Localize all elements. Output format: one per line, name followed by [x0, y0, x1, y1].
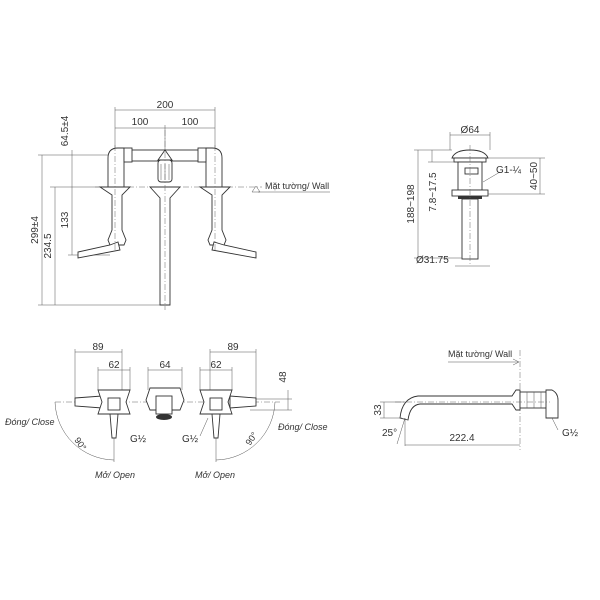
dim-pipe-diameter: Ø31.75: [416, 255, 449, 266]
wall-label-spout: Mặt tường/ Wall: [448, 349, 512, 359]
dim-cap-diameter: Ø64: [461, 125, 480, 136]
angle-left: 90°: [72, 435, 88, 452]
top-view: 89 62 64 89 62 48: [5, 342, 328, 480]
open-label-left: Mở/ Open: [95, 470, 135, 480]
dim-64-center: 64: [159, 360, 171, 371]
dim-188-198: 188~198: [406, 184, 417, 224]
angle-right: 90°: [243, 430, 259, 447]
spout-view: Mặt tường/ Wall 33 25° 222.4 G½: [373, 349, 579, 450]
thread-left: G½: [130, 434, 147, 445]
dim-100-left: 100: [132, 117, 149, 128]
open-label-right: Mở/ Open: [195, 470, 235, 480]
dim-299: 299±4: [30, 216, 41, 244]
dim-89-left: 89: [92, 342, 104, 353]
dim-62-left: 62: [108, 360, 120, 371]
spout-thread: G½: [562, 428, 579, 439]
front-view: 200 100 100 64.5±4 133 299±4 234.5 Mặt t…: [30, 100, 330, 310]
drain-view: Ø64 G1-¼ 40~50 188~198 7.8~17.5 Ø31.75: [406, 125, 545, 267]
dim-40-50: 40~50: [529, 162, 540, 191]
dim-48: 48: [278, 371, 289, 383]
dim-234-5: 234.5: [43, 233, 54, 258]
dim-25-degree: 25°: [382, 428, 397, 439]
dim-64-5: 64.5±4: [60, 115, 71, 146]
dim-89-right: 89: [227, 342, 239, 353]
dim-7-8-17-5: 7.8~17.5: [428, 172, 439, 212]
thread-right: G½: [182, 434, 199, 445]
close-label-right: Đóng/ Close: [278, 422, 328, 432]
dim-222-4: 222.4: [449, 433, 474, 444]
close-label-left: Đóng/ Close: [5, 417, 55, 427]
dim-200: 200: [157, 100, 174, 111]
dim-62-right: 62: [210, 360, 222, 371]
dim-133: 133: [60, 211, 71, 228]
drain-thread-label: G1-¼: [496, 164, 522, 176]
dim-33: 33: [373, 404, 384, 416]
wall-label-front: Mặt tường/ Wall: [265, 181, 329, 191]
dim-100-right: 100: [182, 117, 199, 128]
